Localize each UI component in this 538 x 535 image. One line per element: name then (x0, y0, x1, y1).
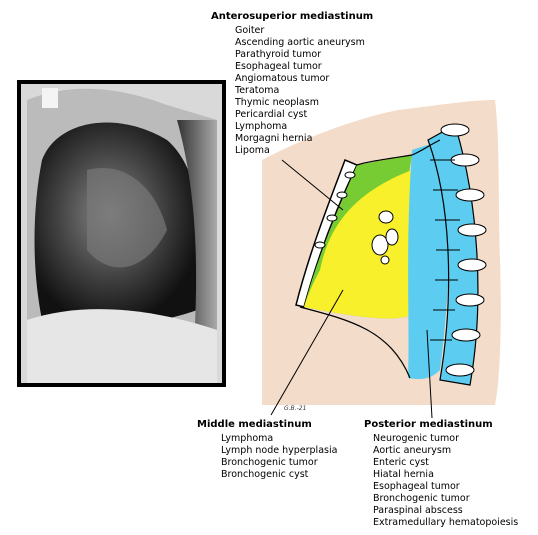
anterosuperior-list: Goiter Ascending aortic aneurysm Parathy… (211, 25, 373, 157)
list-item: Parathyroid tumor (235, 49, 322, 60)
leader-posterior (426, 329, 433, 419)
list-item: Thymic neoplasm (235, 97, 319, 108)
list-item: Bronchogenic tumor (373, 493, 470, 504)
posterior-title: Posterior mediastinum (364, 419, 493, 430)
list-item: Pericardial cyst (235, 109, 308, 120)
rib-ends (314, 171, 356, 249)
list-item: Lymphoma (235, 121, 288, 132)
list-item: Aortic aneurysm (373, 445, 452, 456)
anterosuperior-title: Anterosuperior mediastinum (211, 11, 374, 22)
list-item: Goiter (235, 25, 265, 36)
list-item: Extramedullary hematopoiesis (373, 517, 519, 528)
list-item: Esophageal tumor (373, 481, 460, 492)
list-item: Teratoma (235, 85, 280, 96)
anterosuperior-label-block: Anterosuperior mediastinum Goiter Ascend… (211, 11, 373, 157)
artist-signature: G.B.-21 (284, 405, 307, 412)
list-item: Angiomatous tumor (235, 73, 330, 84)
vertebrae (440, 123, 487, 377)
posterior-label-block: Posterior mediastinum Neurogenic tumor A… (364, 419, 518, 529)
list-item: Paraspinal abscess (373, 505, 463, 516)
airway-rings (371, 210, 399, 265)
list-item: Ascending aortic aneurysm (235, 37, 365, 48)
leader-anterosuperior (281, 159, 344, 211)
middle-label-block: Middle mediastinum Lymphoma Lymph node h… (197, 419, 337, 481)
anterior-chest-wall (356, 139, 441, 166)
list-item: Bronchogenic tumor (221, 457, 318, 468)
list-item: Enteric cyst (373, 457, 429, 468)
list-item: Esophageal tumor (235, 61, 322, 72)
vertebral-bodies (430, 159, 460, 341)
list-item: Bronchogenic cyst (221, 469, 309, 480)
middle-compartment (304, 170, 412, 319)
lateral-chest-xray (17, 80, 226, 387)
middle-list: Lymphoma Lymph node hyperplasia Bronchog… (197, 433, 337, 481)
leader-middle (270, 289, 344, 416)
list-item: Hiatal hernia (373, 469, 434, 480)
middle-title: Middle mediastinum (197, 419, 312, 430)
list-item: Lymph node hyperplasia (221, 445, 338, 456)
list-item: Morgagni hernia (235, 133, 313, 144)
list-item: Lymphoma (221, 433, 274, 444)
posterior-curve (299, 306, 411, 379)
posterior-list: Neurogenic tumor Aortic aneurysm Enteric… (364, 433, 518, 529)
list-item: Lipoma (235, 145, 270, 156)
list-item: Neurogenic tumor (373, 433, 459, 444)
